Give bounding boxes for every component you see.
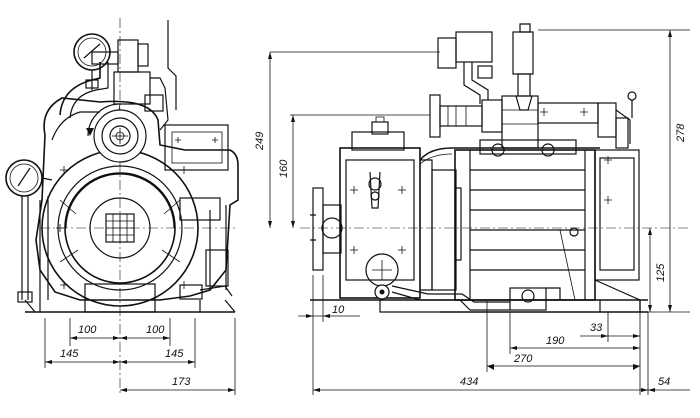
dim-33: 33 (590, 322, 603, 334)
inlet-flange (310, 187, 343, 271)
side-dimensions: 249 160 278 125 10 (254, 29, 690, 395)
dim-190: 190 (546, 335, 565, 347)
impeller-housing (64, 172, 176, 284)
pump-casing (339, 116, 433, 300)
front-view: 100 100 145 145 173 (5, 18, 239, 395)
dim-10: 10 (332, 304, 345, 316)
dim-270: 270 (513, 353, 533, 365)
dim-434: 434 (460, 376, 478, 388)
control-panel (164, 124, 229, 171)
dim-54: 54 (658, 376, 670, 388)
dim-100-left: 100 (78, 324, 97, 336)
dim-145-left: 145 (60, 348, 79, 360)
dim-100-right: 100 (146, 324, 165, 336)
motor-endcap (594, 149, 640, 281)
lower-piping (310, 285, 648, 313)
front-dimensions: 100 100 145 145 173 (44, 318, 236, 395)
hub-assembly (86, 103, 147, 163)
dim-125: 125 (655, 263, 667, 282)
pressure-gauge-left (5, 159, 53, 303)
dim-173: 173 (172, 376, 191, 388)
dim-160: 160 (278, 159, 290, 178)
front-base (24, 283, 236, 313)
dim-278: 278 (675, 123, 687, 143)
top-valve-assembly (419, 23, 637, 165)
dim-145-right: 145 (165, 348, 184, 360)
top-valve (117, 39, 139, 73)
pump-body (35, 97, 239, 307)
dim-249: 249 (254, 132, 266, 151)
motor-body (431, 139, 641, 310)
pressure-gauge-top (73, 33, 111, 90)
top-pressure-switch (512, 31, 534, 75)
side-view: 249 160 278 125 10 (254, 23, 690, 395)
